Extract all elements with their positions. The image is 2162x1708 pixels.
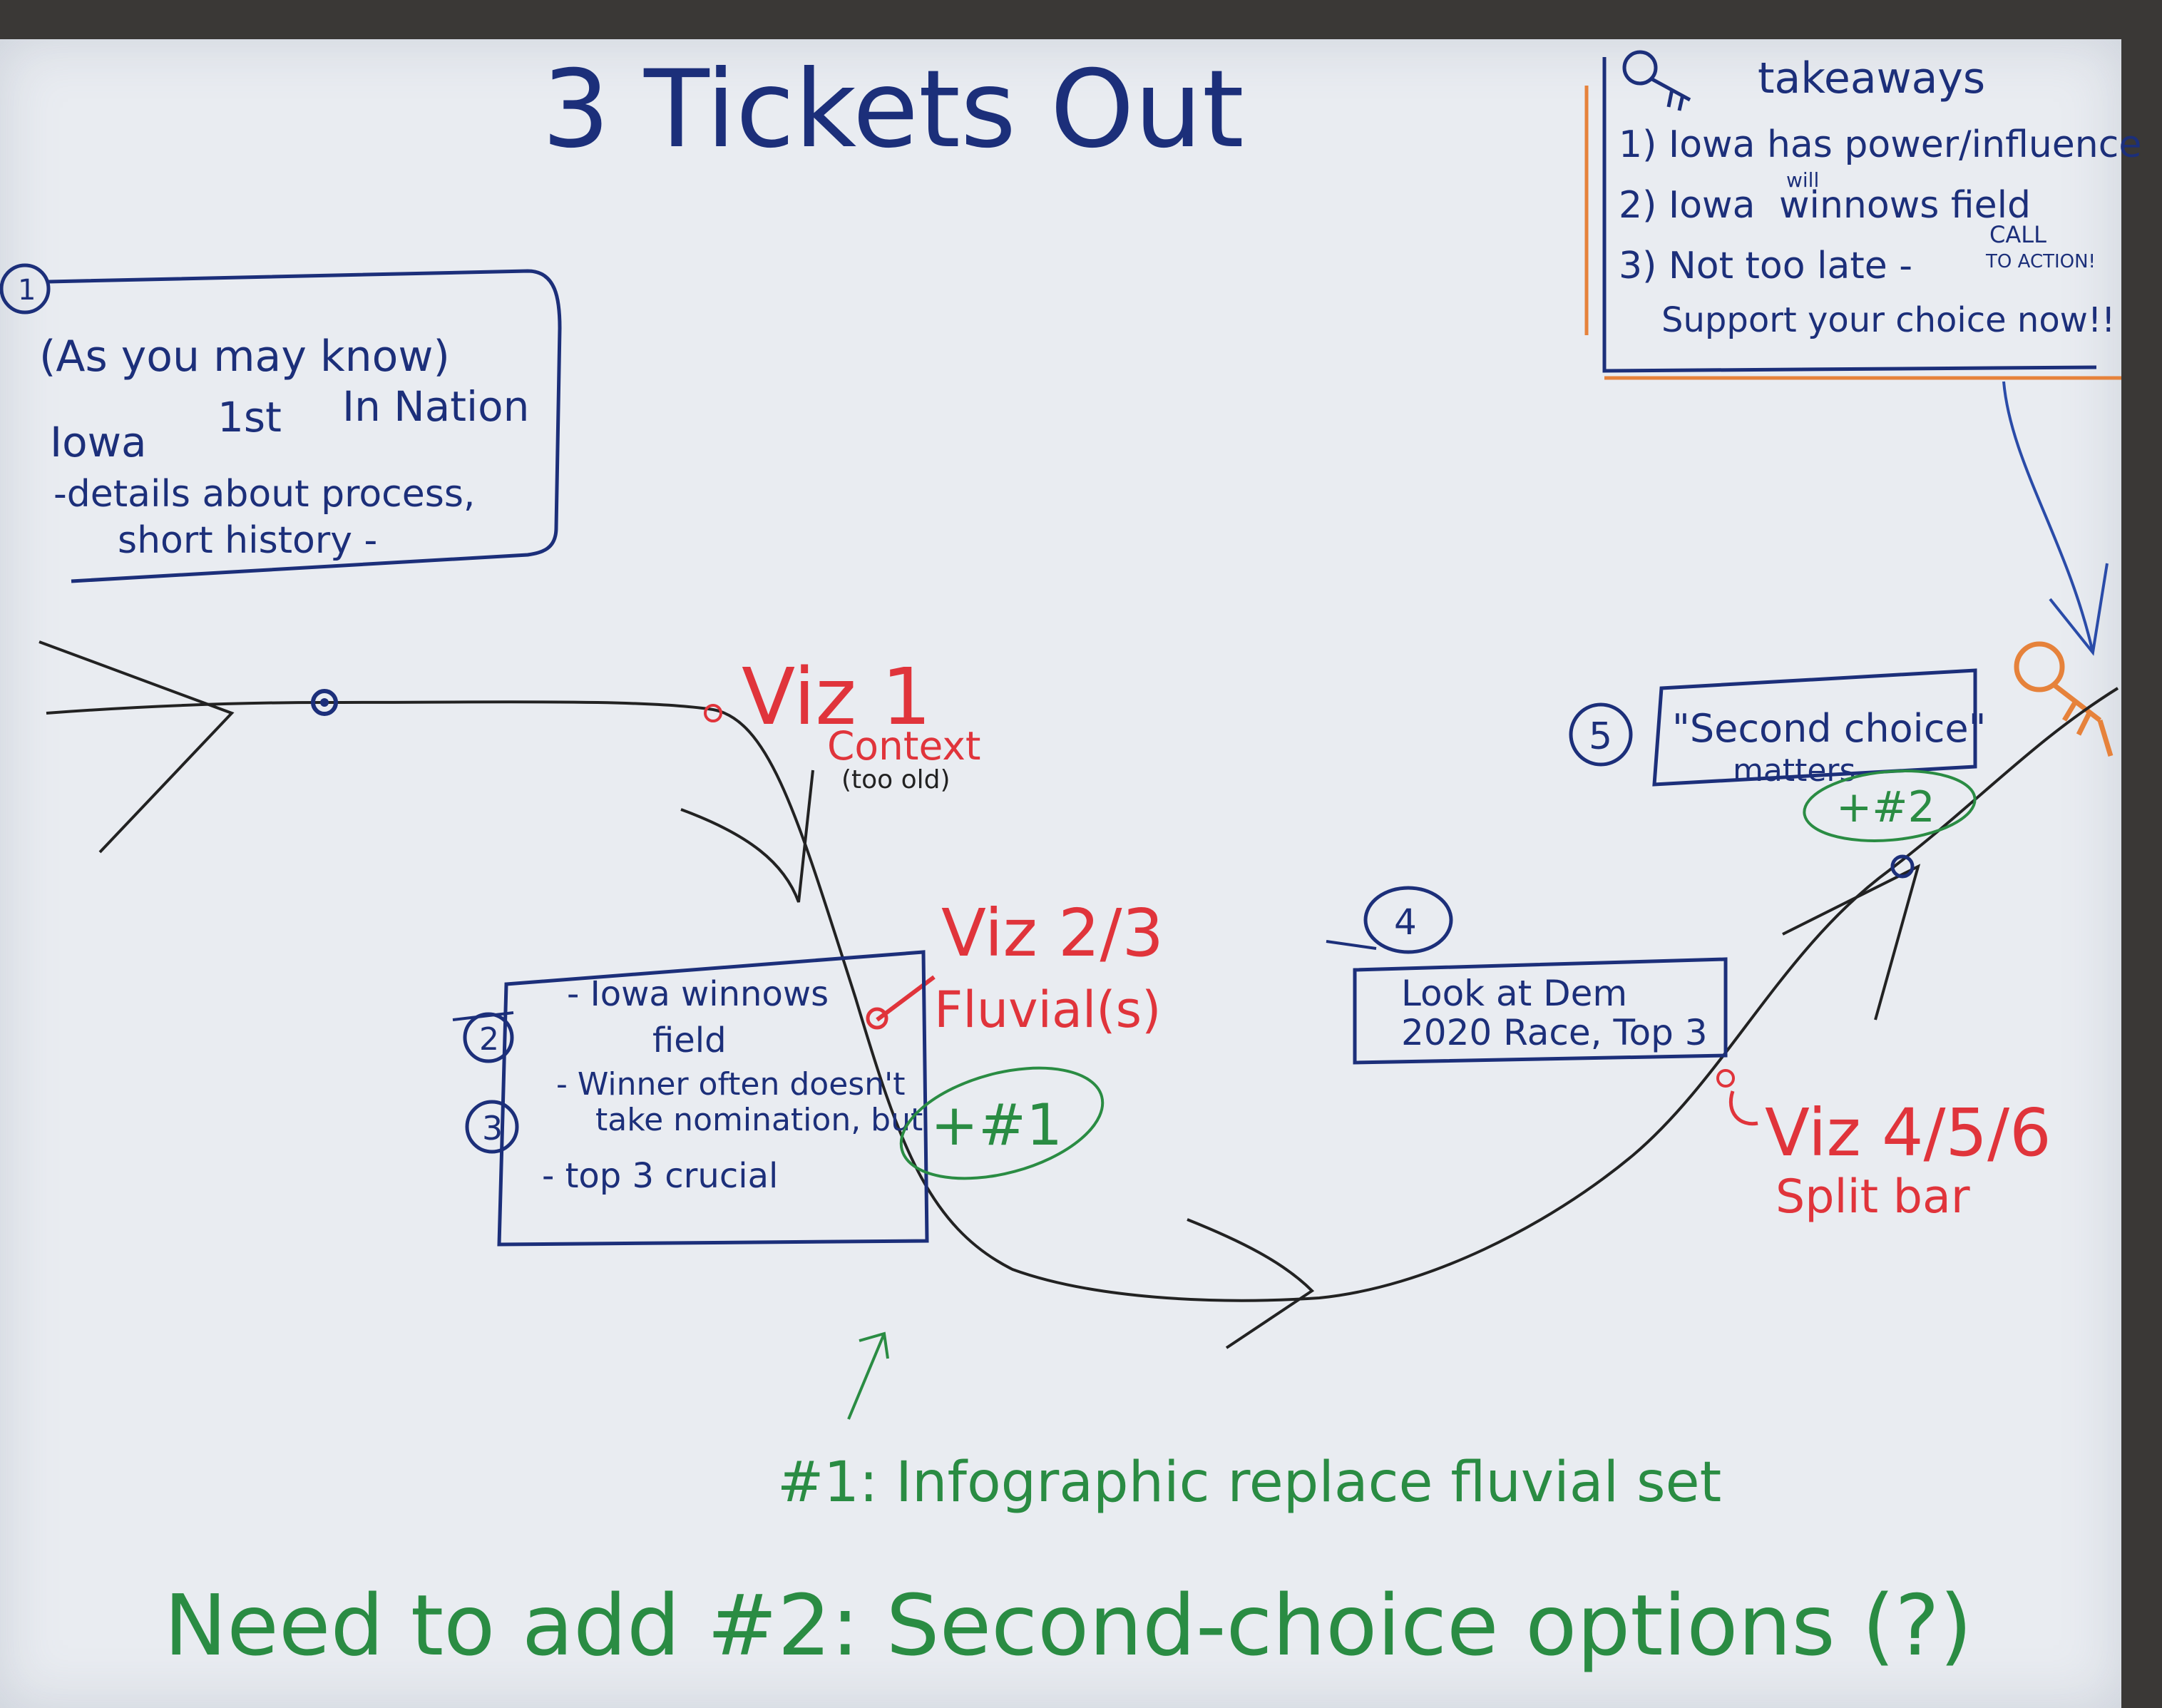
- section-4-line1: Look at Dem: [1401, 973, 1627, 1014]
- paper-sheet: [0, 39, 2121, 1708]
- section-1-first: 1st: [217, 393, 282, 441]
- section-5-number: 5: [1589, 715, 1612, 758]
- section-23-line1b: field: [652, 1021, 727, 1060]
- viz-23-sub: Fluvial(s): [934, 981, 1161, 1039]
- takeaway-3-action: TO ACTION!: [1985, 251, 2096, 272]
- section-1-line1: (As you may know): [39, 332, 450, 382]
- section-23-line1: - Iowa winnows: [567, 974, 829, 1014]
- takeaway-3-line2: Support your choice now!!: [1661, 300, 2115, 340]
- section-23-line3: - top 3 crucial: [542, 1156, 778, 1196]
- note-2: Need to add #2: Second-choice options (?…: [164, 1576, 1972, 1674]
- section-5-box: 5 "Second choice" matters: [1569, 668, 1986, 789]
- section-3-number: 3: [482, 1109, 503, 1147]
- plus-2-text: +#2: [1836, 782, 1935, 832]
- plus-2-marker: +#2: [1803, 769, 1977, 842]
- section-1-in-nation: In Nation: [342, 382, 529, 431]
- section-1-line4: short history -: [118, 519, 377, 562]
- takeaway-3: 3) Not too late -: [1619, 245, 1912, 287]
- page-title: 3 Tickets Out: [542, 48, 1244, 172]
- viz-456-sub: Split bar: [1776, 1170, 1970, 1224]
- end-key-icon: [2014, 641, 2114, 757]
- takeaway-3-call: CALL: [1989, 221, 2046, 248]
- viz-23-label: Viz 2/3 Fluvial(s): [876, 895, 1164, 1039]
- viz-1-title: Viz 1: [742, 651, 931, 742]
- section-1-box: 1 (As you may know) Iowa 1st In Nation -…: [0, 263, 562, 583]
- section-23-line2b: take nomination, but: [595, 1102, 923, 1138]
- viz-1-sub: Context: [827, 723, 980, 769]
- section-4-box: 4 Look at Dem 2020 Race, Top 3: [1326, 886, 1728, 1065]
- section-1-iowa: Iowa: [50, 418, 147, 466]
- section-5-line1: "Second choice": [1672, 706, 1986, 751]
- note-arrow: [847, 1331, 889, 1420]
- takeaway-2-start: 2) Iowa: [1619, 184, 1755, 227]
- viz-1-label: Viz 1 Context (too old): [742, 651, 980, 794]
- section-1-line3: -details about process,: [53, 473, 475, 516]
- viz-456-label: Viz 4/5/6 Split bar: [1728, 1090, 2051, 1224]
- takeaways-heading: takeaways: [1758, 53, 1985, 103]
- section-2-number: 2: [479, 1021, 499, 1058]
- takeaway-2-inserted-word: will: [1786, 168, 1819, 192]
- takeaway-1: 1) Iowa has power/influence: [1619, 123, 2141, 166]
- section-4-line2: 2020 Race, Top 3: [1401, 1012, 1708, 1053]
- section-23-box: 2 3 - Iowa winnows field - Winner often …: [452, 950, 929, 1247]
- key-icon: [1622, 50, 1691, 111]
- takeaway-2-end: winnows field: [1779, 184, 2031, 227]
- plus-1-text: +#1: [931, 1092, 1062, 1158]
- note-1: #1: Infographic replace fluvial set: [777, 1451, 1721, 1515]
- takeaways-box: takeaways 1) Iowa has power/influence 2)…: [1584, 50, 2141, 380]
- section-23-line2: - Winner often doesn't: [556, 1066, 905, 1103]
- section-1-number: 1: [18, 274, 36, 307]
- story-path: [39, 640, 2119, 1349]
- viz-1-note: (too old): [841, 765, 951, 794]
- viz-23-title: Viz 2/3: [941, 895, 1164, 971]
- plus-1-marker: +#1: [899, 1066, 1105, 1180]
- section-4-number: 4: [1394, 901, 1417, 943]
- viz-456-title: Viz 4/5/6: [1765, 1095, 2051, 1171]
